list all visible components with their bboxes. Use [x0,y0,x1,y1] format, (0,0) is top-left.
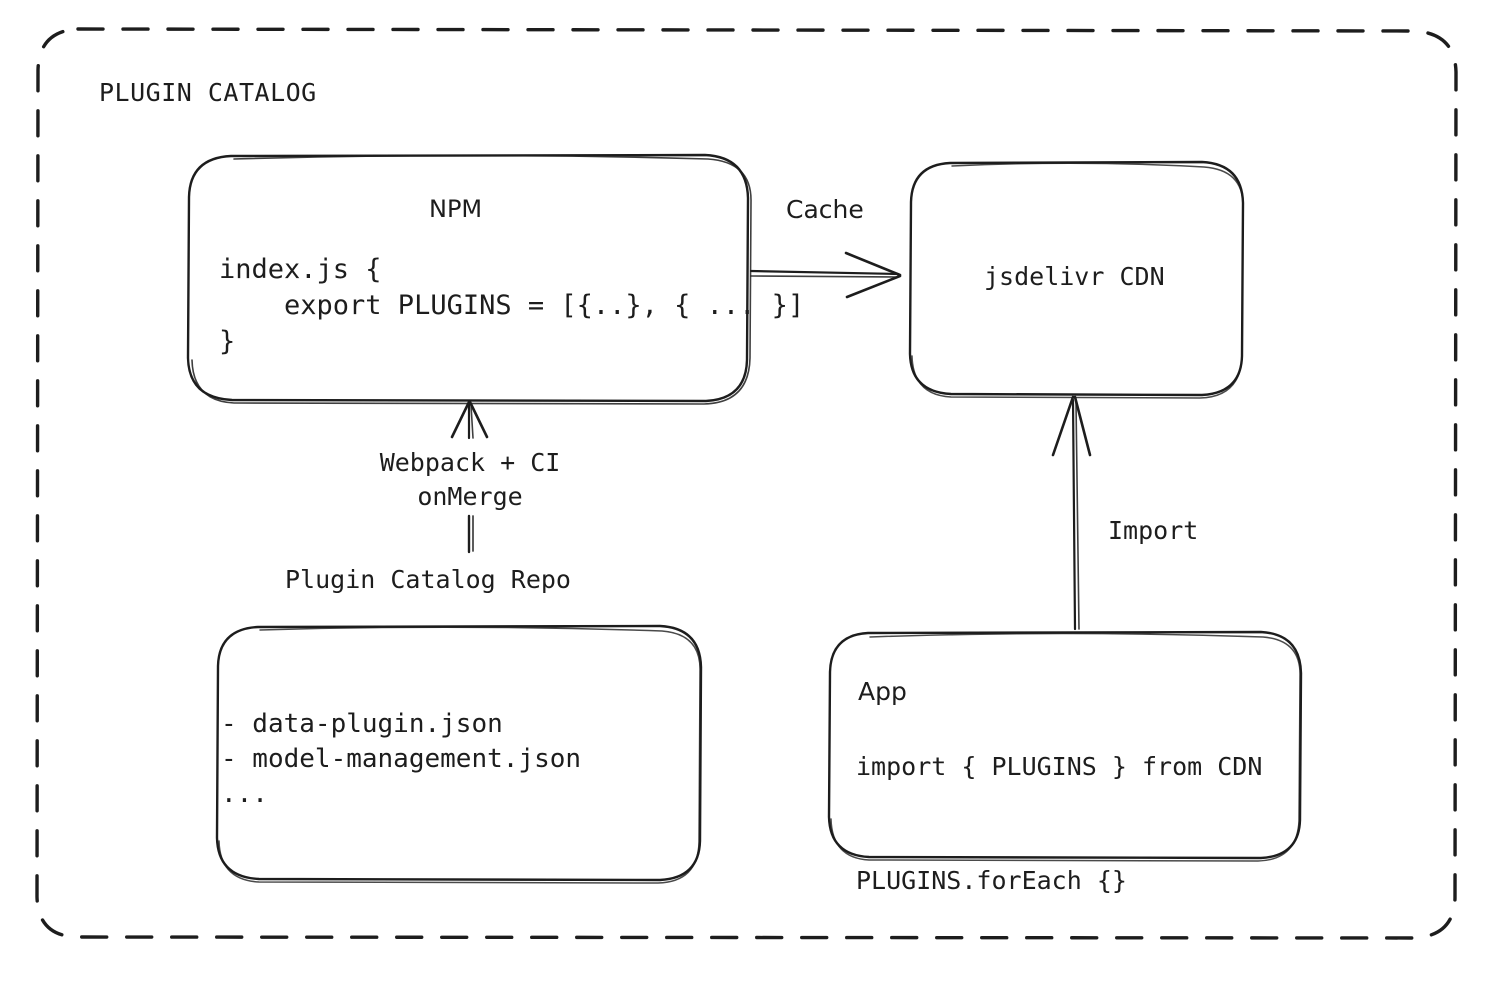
app-box-border-sketch [830,632,1301,862]
edge-label-cache: Cache [786,195,864,224]
edge-app-to-cdn [1051,395,1092,631]
app-node-title: App [858,677,907,706]
app-node-code: import { PLUGINS } from CDN PLUGINS.forE… [856,752,1263,895]
repo-node-caption: Plugin Catalog Repo [285,565,571,594]
npm-box-border [186,153,750,403]
app-box-border [827,630,1303,860]
edge-label-import: Import [1108,516,1199,545]
npm-box-border-sketch [191,154,752,405]
cdn-box-border-sketch [911,162,1244,399]
group-title: PLUGIN CATALOG [99,78,317,107]
edge-npm-to-cdn [749,251,902,299]
repo-box-border-sketch [218,626,701,884]
edge-repo-to-npm [450,400,489,554]
cdn-box-border [908,160,1245,397]
npm-node-title: NPM [429,195,483,223]
edge-label-webpack-ci: Webpack + CI onMerge [379,448,561,511]
npm-node-code: index.js { export PLUGINS = [{..}, { ...… [219,254,805,357]
repo-node-file-list: - data-plugin.json - model-management.js… [221,709,582,809]
cdn-node-title: jsdelivr CDN [984,262,1165,291]
repo-box-border [215,624,703,882]
